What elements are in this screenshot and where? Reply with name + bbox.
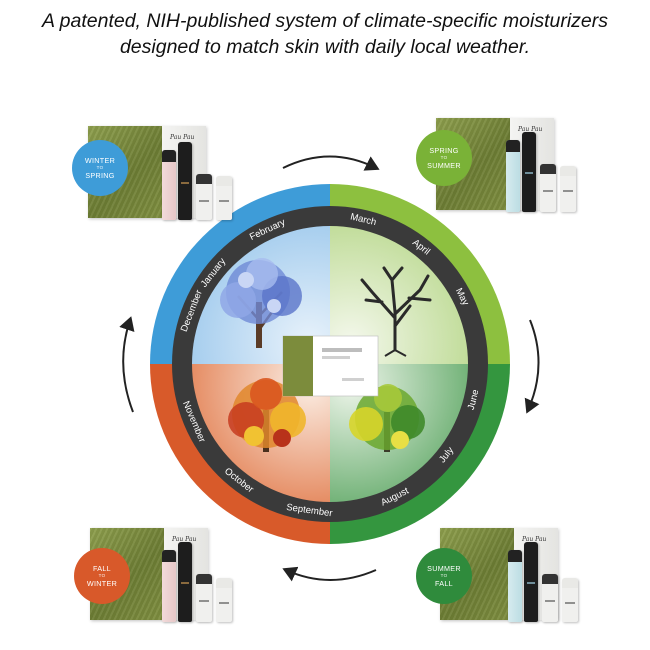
kit-fall-to-winter: Pau Pau FALL TO WINTER [74,518,270,628]
lotion-bottle [562,578,578,622]
badge-to: TO [440,155,448,160]
bare-branch-tree-icon [360,266,432,357]
headline-line-1: A patented, NIH-published system of clim… [41,10,609,32]
spring-quadrant [330,226,468,364]
serum-bottle [522,132,536,212]
badge-to: TO [96,165,104,170]
kit-summer-to-fall: Pau Pau SUMMER TO FALL [416,518,620,628]
badge-line-1: FALL [93,564,111,573]
toner-bottle [506,140,520,212]
badge-winter-to-spring: WINTER TO SPRING [72,140,128,196]
badge-line-2: SPRING [85,171,115,180]
cream-bottle [540,164,556,212]
badge-line-1: WINTER [84,156,116,165]
serum-bottle [178,142,192,220]
badge-line-2: SUMMER [427,161,461,170]
toner-bottle [162,550,176,622]
cream-bottle [196,574,212,622]
month-label-june: June [466,388,482,411]
kit-spring-to-summer: Pau Pau SPRING TO SUMMER [416,108,616,218]
arrow-winter-to-spring [282,155,380,171]
badge-line-2: FALL [435,579,453,588]
blue-flowering-tree-icon [220,258,302,348]
lotion-bottle [216,176,232,220]
autumn-leaves-tree-icon [228,378,306,452]
badge-to: TO [440,573,448,578]
cream-bottle [542,574,558,622]
badge-line-1: SPRING [429,146,459,155]
brand-logo: Pau Pau [172,536,197,543]
badge-line-1: SUMMER [427,564,461,573]
badge-fall-to-winter: FALL TO WINTER [74,548,130,604]
cream-bottle [196,174,212,220]
arrow-fall-to-winter [119,316,135,413]
brand-logo: Pau Pau [522,536,547,543]
headline-line-2: designed to match skin with daily local … [119,36,531,58]
arrow-summer-to-fall [282,566,377,582]
brand-logo: Pau Pau [170,134,195,141]
lotion-bottle [216,578,232,622]
lotion-bottle [560,166,576,212]
arrow-spring-to-summer [524,319,540,414]
green-yellow-tree-icon [349,384,425,452]
toner-bottle [162,150,176,220]
badge-summer-to-fall: SUMMER TO FALL [416,548,472,604]
serum-bottle [524,542,538,622]
badge-to: TO [98,573,106,578]
badge-spring-to-summer: SPRING TO SUMMER [416,130,472,186]
headline: A patented, NIH-published system of clim… [0,8,650,60]
serum-bottle [178,542,192,622]
toner-bottle [508,550,522,622]
kit-winter-to-spring: Pau Pau WINTER TO SPRING [72,116,268,226]
badge-line-2: WINTER [86,579,118,588]
center-product-box [282,335,379,397]
brand-logo: Pau Pau [518,126,543,133]
